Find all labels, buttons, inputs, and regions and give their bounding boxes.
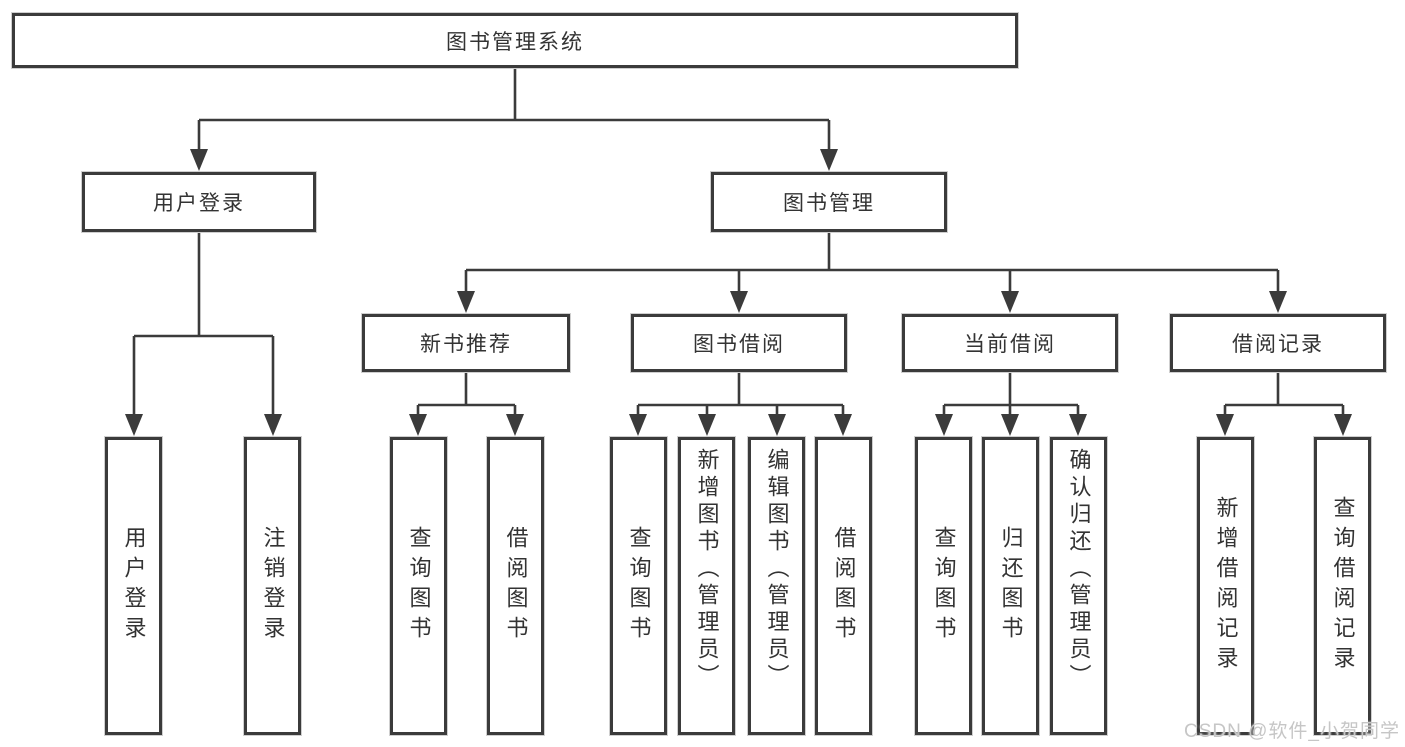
arrowhead <box>629 414 647 436</box>
connector-book-mgmt-to-level3 <box>457 232 1287 313</box>
arrowhead <box>820 149 838 171</box>
leaf-add-book-admin: 新增图书（管理员） <box>678 437 735 735</box>
leaf-borrow-books-2: 借阅图书 <box>815 437 872 735</box>
node-root-library-system: 图书管理系统 <box>12 13 1018 68</box>
arrowhead <box>264 414 282 436</box>
connector-root-to-level2 <box>190 68 838 171</box>
arrowhead <box>1001 291 1019 313</box>
arrowhead <box>506 414 524 436</box>
arrowhead <box>1001 414 1019 436</box>
arrowhead <box>935 414 953 436</box>
leaf-borrow-books-1: 借阅图书 <box>487 437 544 735</box>
node-new-book-recommend: 新书推荐 <box>362 314 570 372</box>
leaf-confirm-return-admin: 确认归还（管理员） <box>1050 437 1107 735</box>
leaf-query-books-3: 查询图书 <box>915 437 972 735</box>
connector-new-books-to-leaves <box>409 372 524 436</box>
connector-user-login-to-leaves <box>125 232 282 436</box>
arrowhead <box>1216 414 1234 436</box>
arrowhead <box>457 291 475 313</box>
arrowhead <box>190 149 208 171</box>
node-borrow-records: 借阅记录 <box>1170 314 1386 372</box>
leaf-return-book: 归还图书 <box>982 437 1039 735</box>
leaf-query-borrow-record: 查询借阅记录 <box>1314 437 1371 735</box>
node-book-management: 图书管理 <box>711 172 947 232</box>
leaf-add-borrow-record: 新增借阅记录 <box>1197 437 1254 735</box>
connector-current-borrow-to-leaves <box>935 372 1087 436</box>
leaf-user-login: 用户登录 <box>105 437 162 735</box>
arrowhead <box>698 414 716 436</box>
csdn-watermark: CSDN @软件_小贺同学 <box>1184 721 1400 742</box>
arrowhead <box>125 414 143 436</box>
arrowhead <box>1069 414 1087 436</box>
leaf-logout: 注销登录 <box>244 437 301 735</box>
node-user-login: 用户登录 <box>82 172 316 232</box>
connector-book-borrow-to-leaves <box>629 372 852 436</box>
arrowhead <box>409 414 427 436</box>
arrowhead <box>768 414 786 436</box>
arrowhead <box>834 414 852 436</box>
leaf-edit-book-admin: 编辑图书（管理员） <box>748 437 805 735</box>
arrowhead <box>730 291 748 313</box>
arrowhead <box>1334 414 1352 436</box>
node-current-borrow: 当前借阅 <box>902 314 1118 372</box>
arrowhead <box>1269 291 1287 313</box>
connector-borrow-records-to-leaves <box>1216 372 1352 436</box>
leaf-query-books-2: 查询图书 <box>610 437 667 735</box>
leaf-query-books-1: 查询图书 <box>390 437 447 735</box>
node-book-borrow: 图书借阅 <box>631 314 847 372</box>
